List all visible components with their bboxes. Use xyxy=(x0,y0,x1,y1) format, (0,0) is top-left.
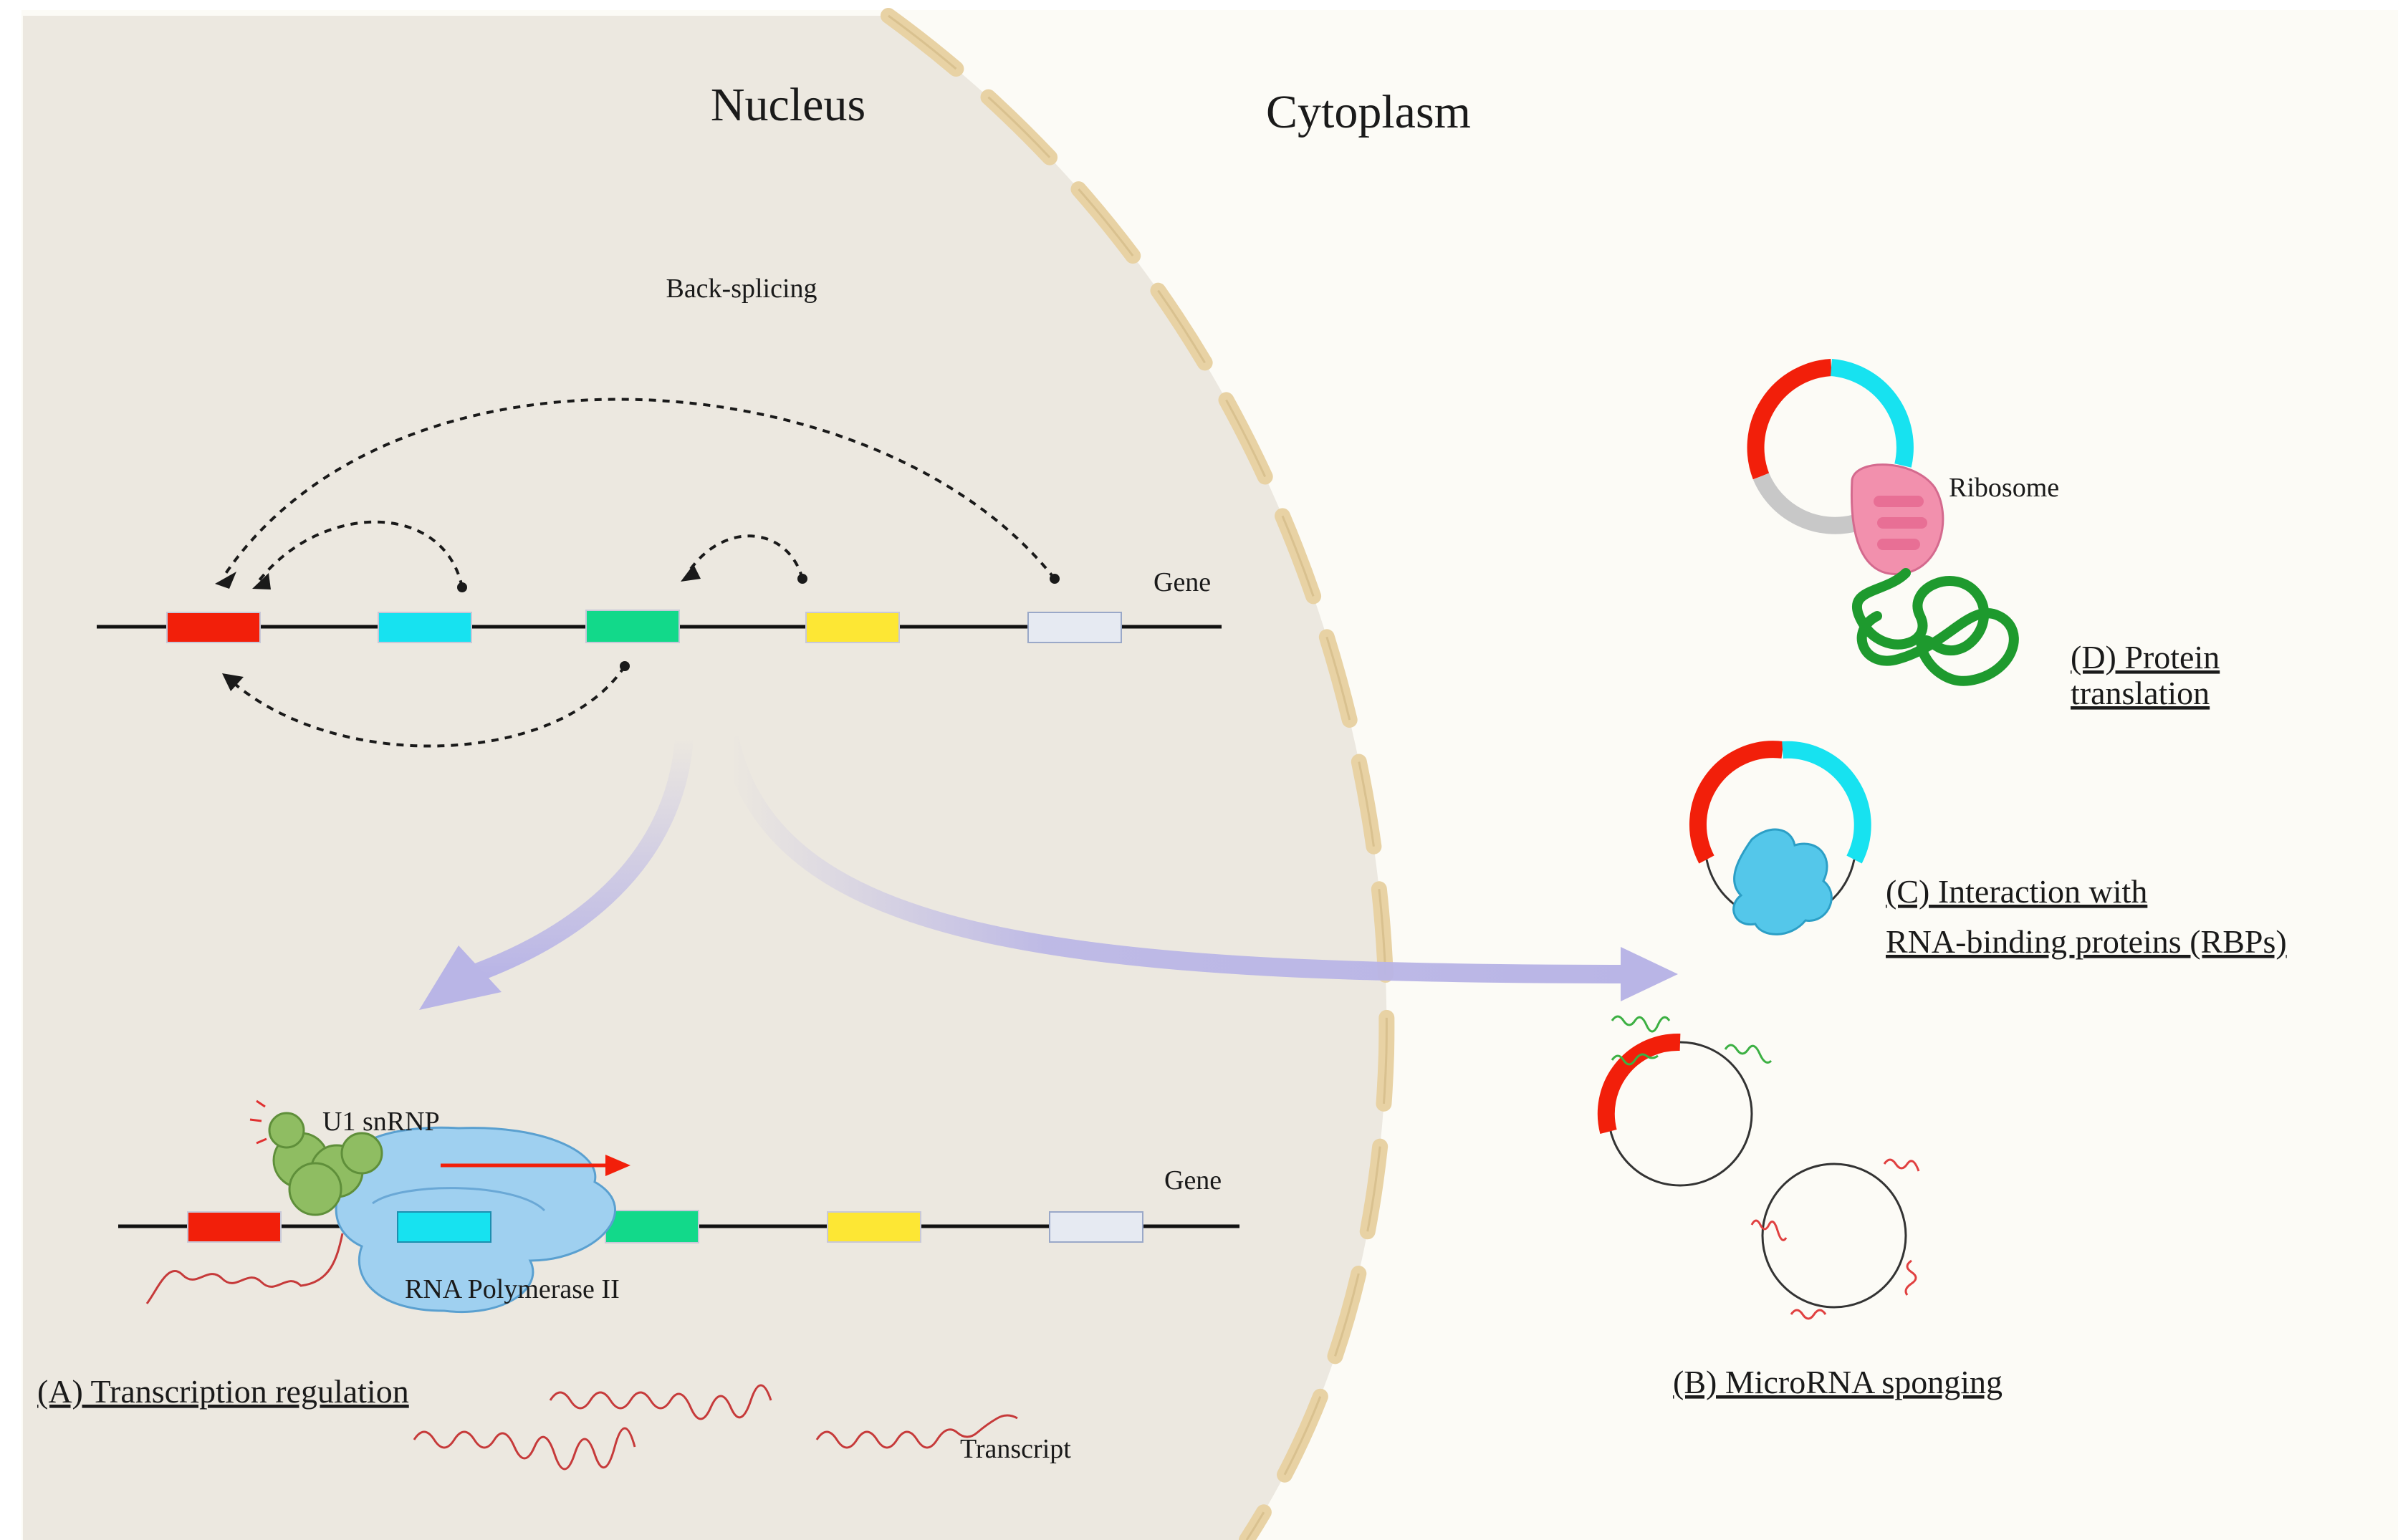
back-splicing-label: Back-splicing xyxy=(666,274,817,304)
exon-cyan xyxy=(378,612,472,643)
exon-grey xyxy=(1027,612,1122,643)
exon-red xyxy=(166,612,261,643)
rna-polymerase-label: RNA Polymerase II xyxy=(405,1274,620,1304)
top-gene xyxy=(97,610,1222,643)
exon-yellow xyxy=(805,612,900,643)
function-c-label-1: (C) Interaction with xyxy=(1886,873,2147,910)
back-splicing-arcs xyxy=(222,398,1056,748)
u1-snrnp-label: U1 snRNP xyxy=(322,1107,440,1137)
transcripts xyxy=(413,1384,1018,1471)
bottom-gene xyxy=(118,1210,1239,1243)
cytoplasm-title: Cytoplasm xyxy=(1266,86,1471,138)
nascent-transcript xyxy=(145,1233,344,1304)
nucleus-title: Nucleus xyxy=(711,79,865,131)
nascent-protein xyxy=(1852,568,2019,686)
rna-polymerase-ii xyxy=(335,1126,616,1313)
transcription-direction-arrow xyxy=(441,1155,630,1176)
circrna-translation xyxy=(1747,359,1914,534)
function-c-label-2: RNA-binding proteins (RBPs) xyxy=(1886,923,2287,960)
gene-label-bottom: Gene xyxy=(1164,1165,1222,1195)
function-d-label-2: translation xyxy=(2071,675,2210,711)
circrna-sponge-2 xyxy=(1750,1158,1920,1320)
export-arrows xyxy=(419,736,1678,1010)
function-b-label: (B) MicroRNA sponging xyxy=(1673,1364,2003,1400)
function-a-label: (A) Transcription regulation xyxy=(37,1373,409,1410)
function-d-label-1: (D) Protein xyxy=(2071,639,2220,675)
back-splicing-arrowheads xyxy=(215,564,1060,691)
u1-snrnp xyxy=(249,1099,383,1216)
gene-label-top: Gene xyxy=(1154,567,1211,597)
rna-binding-protein xyxy=(1732,828,1833,935)
ribosome xyxy=(1850,463,1944,575)
transcript-label: Transcript xyxy=(960,1434,1071,1464)
ribosome-label: Ribosome xyxy=(1949,473,2059,503)
circrna-sponge-1 xyxy=(1597,1015,1773,1187)
exon-green xyxy=(585,610,680,643)
